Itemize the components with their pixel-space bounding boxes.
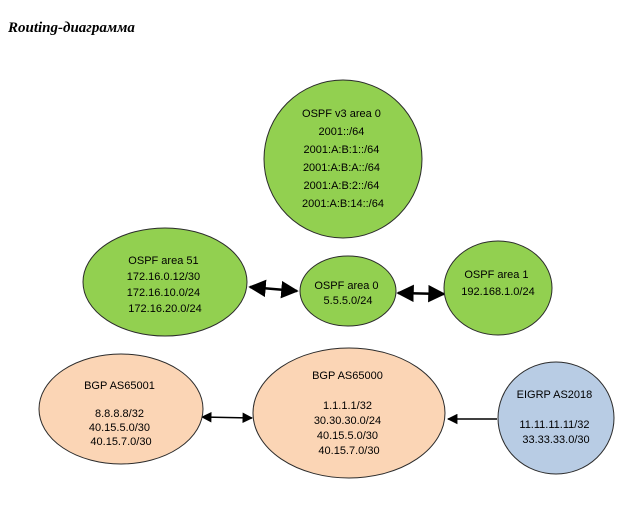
page-title: Routing-диаграмма (8, 20, 135, 36)
node-bgp-as65001: BGP AS65001 8.8.8.8/32 40.15.5.0/30 40.1… (38, 353, 204, 465)
node-text: OSPF area 51 172.16.0.12/30 172.16.10.0/… (127, 255, 203, 315)
node-text: EIGRP AS2018 11.11.11.11/32 33.33.33.0/3… (517, 389, 596, 446)
edge-area51-area0 (248, 279, 299, 299)
node-text: OSPF area 1 192.168.1.0/24 (461, 269, 534, 298)
node-text: OSPF v3 area 0 2001::/64 2001:A:B:1::/64… (302, 108, 384, 210)
edge-as65001-as65000 (200, 411, 254, 424)
node-text: OSPF area 0 5.5.5.0/24 (314, 280, 381, 307)
node-ospf-area0: OSPF area 0 5.5.5.0/24 (299, 255, 397, 327)
node-text: BGP AS65001 8.8.8.8/32 40.15.5.0/30 40.1… (84, 380, 158, 448)
node-ospf-area51: OSPF area 51 172.16.0.12/30 172.16.10.0/… (82, 227, 248, 337)
node-text: BGP AS65000 1.1.1.1/32 30.30.30.0/24 40.… (312, 370, 386, 457)
node-eigrp-as2018: EIGRP AS2018 11.11.11.11/32 33.33.33.0/3… (497, 361, 615, 475)
edge-area0-area1 (396, 284, 446, 303)
node-ospf-area1: OSPF area 1 192.168.1.0/24 (443, 240, 553, 336)
node-bgp-as65000: BGP AS65000 1.1.1.1/32 30.30.30.0/24 40.… (252, 347, 446, 479)
node-ospf-v3-area0: OSPF v3 area 0 2001::/64 2001:A:B:1::/64… (263, 79, 423, 239)
